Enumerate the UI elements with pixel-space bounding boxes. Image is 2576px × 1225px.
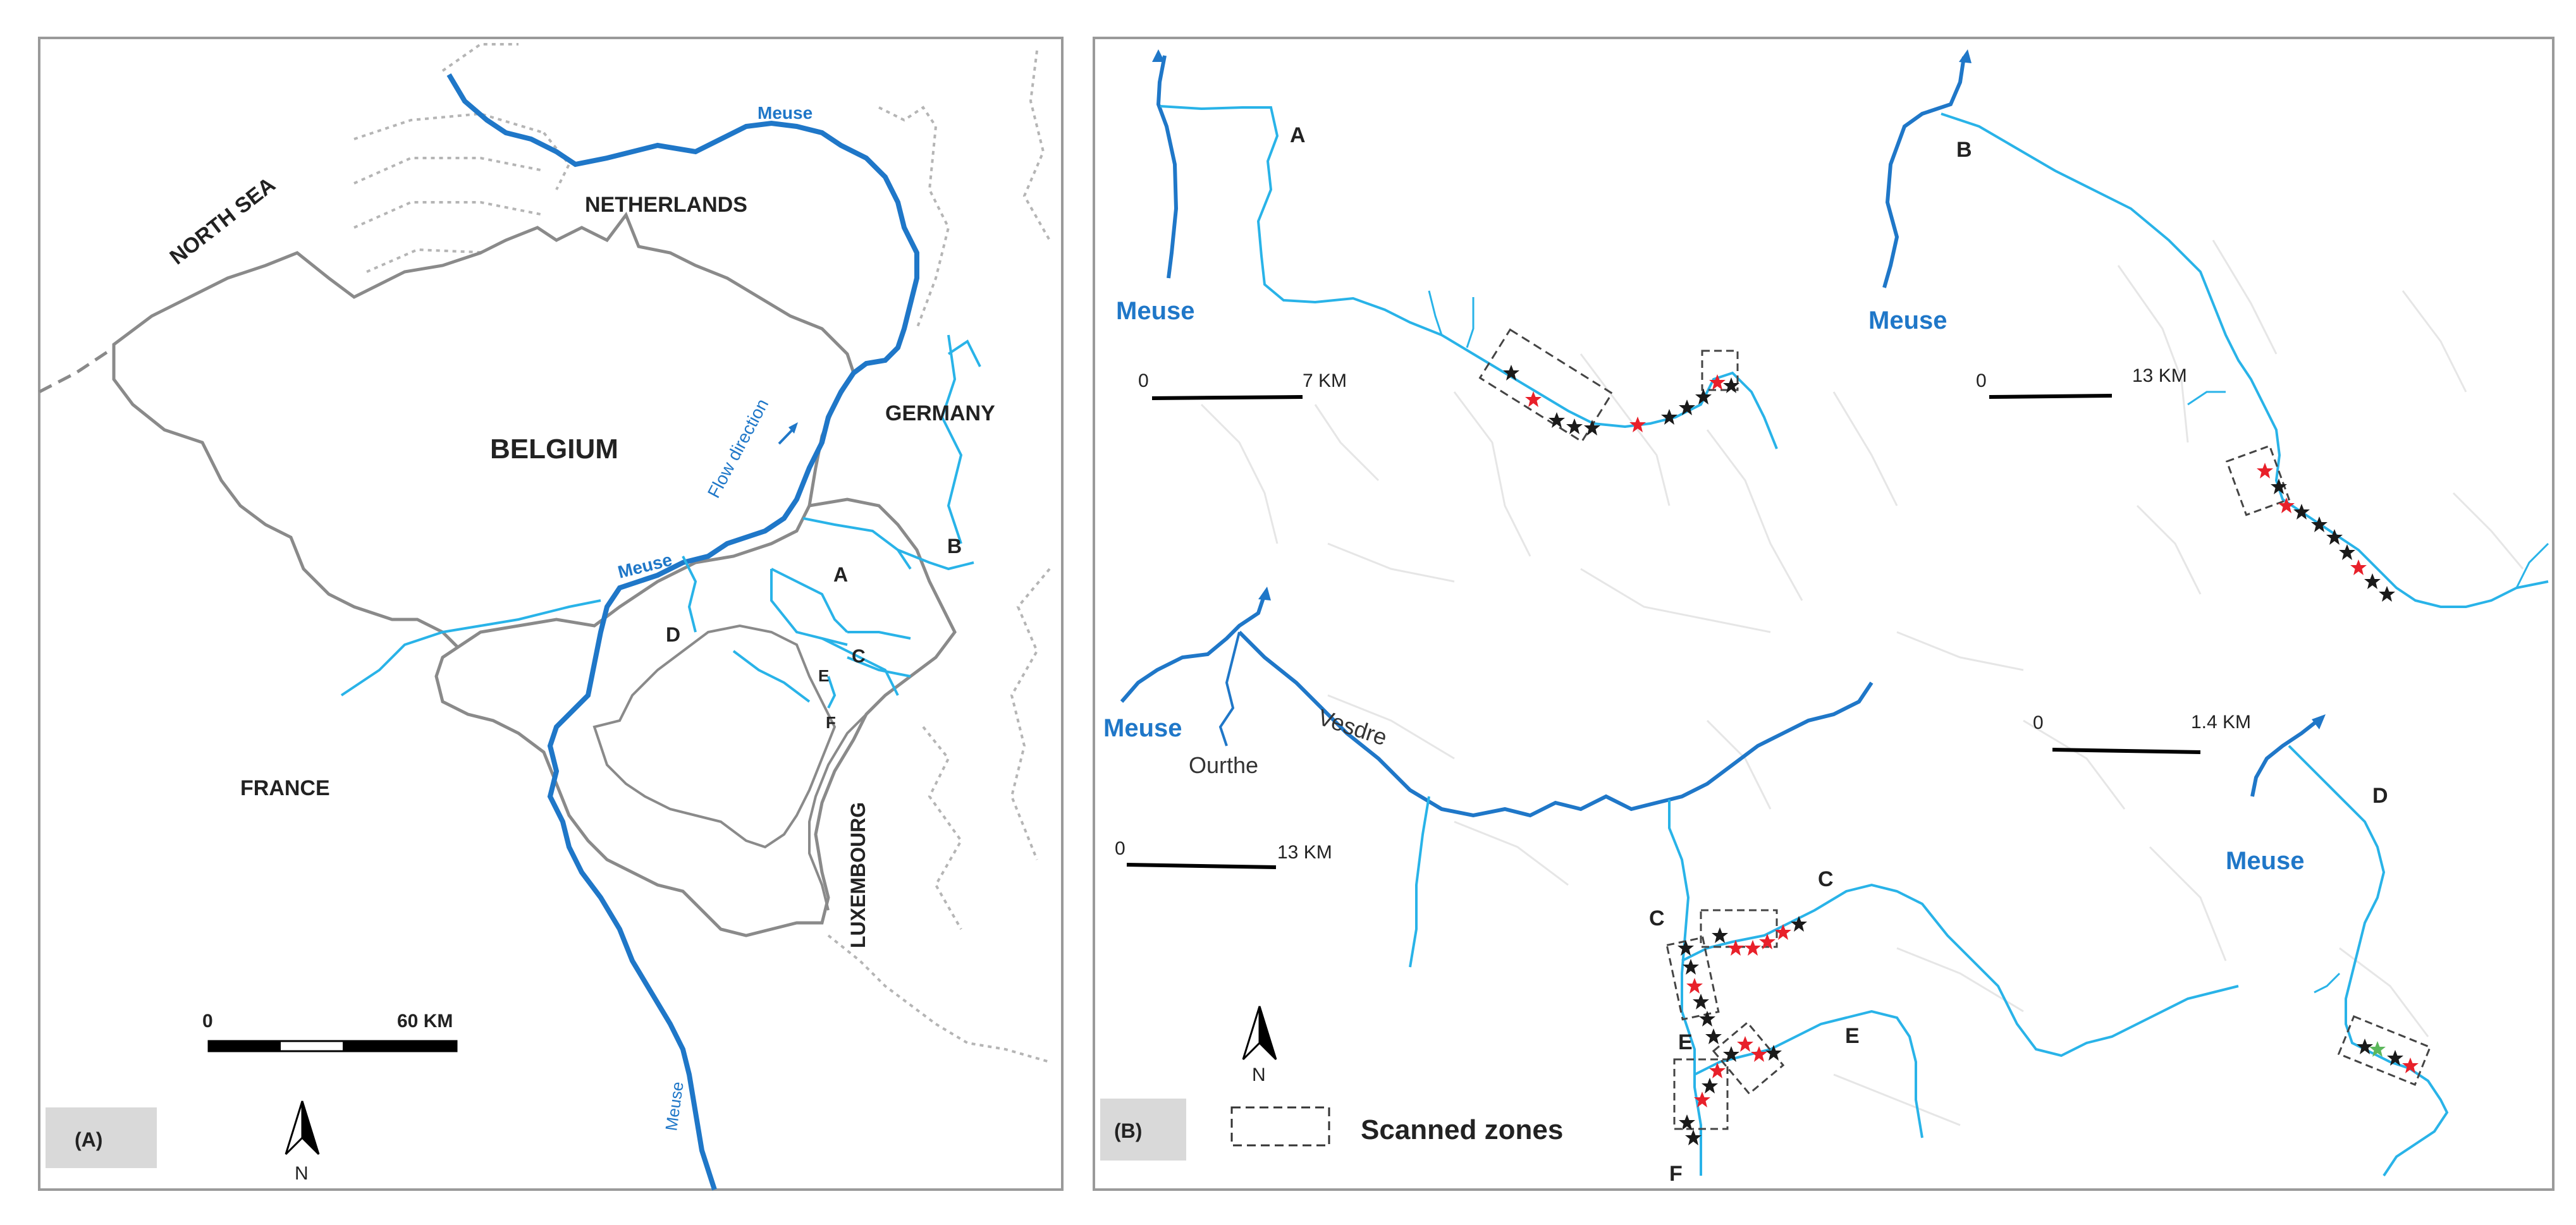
- inset-d-meuse: [2250, 717, 2321, 797]
- inset-a-meuse: [1156, 55, 1179, 279]
- inset-cef-site-c-right: C: [1818, 867, 1834, 891]
- scale-bar-a: 0 60 KM: [202, 1011, 458, 1052]
- north-label-b: N: [1252, 1064, 1266, 1085]
- meuse-river: [446, 73, 919, 1191]
- panel-a-tag-bg: [46, 1107, 157, 1168]
- panel-a-tag: (A): [75, 1128, 102, 1151]
- inset-cef-meuse-arrow-icon: [1258, 587, 1271, 600]
- inset-cef-tributary: [1668, 800, 1702, 1176]
- inset-cef-site-e-right: E: [1845, 1024, 1860, 1048]
- inset-a-scale-bar: [1151, 395, 1303, 400]
- inset-d-scale-zero: 0: [2033, 712, 2044, 733]
- inset-b-scale-zero: 0: [1976, 370, 1987, 391]
- scale-zero-a: 0: [202, 1011, 213, 1032]
- inset-cef-scale-zero: 0: [1115, 838, 1125, 859]
- inset-a-tributary: [1466, 297, 1475, 348]
- inset-cef-meuse-label: Meuse: [1103, 714, 1182, 742]
- inset-b-tributary: [2187, 391, 2226, 406]
- legend-swatch: [1230, 1106, 1330, 1147]
- inset-b-scale-bar: [1989, 394, 2113, 399]
- inset-cef-stream-c: [1681, 883, 2239, 1057]
- label-germany: GERMANY: [885, 401, 995, 425]
- north-arrow-icon: N: [285, 1100, 320, 1184]
- tributaries: [340, 334, 981, 709]
- scanned-zone: [1712, 1021, 1785, 1095]
- background-streams: [1200, 240, 2524, 1126]
- inset-a-meuse-label: Meuse: [1116, 297, 1195, 325]
- inset-b-stream: [1941, 113, 2549, 608]
- north-label-a: N: [295, 1163, 309, 1184]
- legend-label: Scanned zones: [1361, 1114, 1563, 1145]
- inset-b-tributary: [2515, 542, 2549, 588]
- scale-end-a: 60 KM: [397, 1011, 453, 1032]
- inset-b-meuse-arrow-icon: [1959, 49, 1972, 63]
- coastline: [38, 346, 115, 394]
- inset-cef-scale-bar: [1126, 863, 1277, 869]
- site-label-c: C: [852, 646, 866, 667]
- scanned-zone: [1701, 350, 1739, 391]
- panel-b: A Meuse 0 7 KM: [1093, 37, 2555, 1191]
- site-label-a: A: [833, 563, 848, 586]
- scanned-zone: [2225, 444, 2291, 516]
- legend: Scanned zones: [1230, 1106, 1563, 1147]
- scanned-zone: [2337, 1015, 2432, 1086]
- inset-b-scale-end: 13 KM: [2132, 365, 2187, 386]
- site-label-d: D: [666, 623, 680, 646]
- inset-d-site: D: [2372, 784, 2388, 808]
- inset-d-meuse-arrow-icon: [2312, 714, 2326, 729]
- scanned-zone: [1478, 328, 1614, 443]
- label-netherlands: NETHERLANDS: [585, 193, 747, 217]
- inset-a: A Meuse 0 7 KM: [1116, 49, 1778, 449]
- inset-cef-ourthe: [1218, 631, 1241, 747]
- label-luxembourg: LUXEMBOURG: [847, 802, 869, 948]
- inset-b: B Meuse 0 13 KM: [1868, 49, 2549, 608]
- inset-d: D Meuse 0 1.4 KM: [2033, 712, 2449, 1177]
- inset-d-stream: [2288, 745, 2449, 1177]
- luxembourg-border: [808, 707, 874, 911]
- inset-cef-ourthe-label: Ourthe: [1189, 752, 1258, 778]
- inset-cef-site-e-left: E: [1678, 1030, 1693, 1054]
- inset-a-tributary: [1428, 290, 1443, 336]
- inset-a-site: A: [1290, 123, 1306, 147]
- inset-a-scale-end: 7 KM: [1303, 370, 1347, 391]
- inset-d-scale-end: 1.4 KM: [2191, 712, 2251, 733]
- north-arrow-icon: N: [1242, 1006, 1277, 1085]
- meuse-basin-outline: [434, 497, 957, 937]
- scanned-zone: [1673, 1058, 1729, 1130]
- belgium-border: [112, 211, 856, 659]
- panel-b-frame: [1093, 37, 2555, 1191]
- inset-cef-stream-e: [1694, 1009, 1923, 1138]
- inset-cef-site-f: F: [1669, 1162, 1683, 1186]
- site-label-e: E: [818, 666, 829, 685]
- inset-cef-vesdre: [1237, 630, 1874, 818]
- label-meuse-north: Meuse: [757, 103, 813, 123]
- inset-cef-meuse: [1120, 594, 1267, 703]
- inset-cef-tributary: [1409, 796, 1430, 968]
- inset-b-meuse: [1882, 56, 1966, 288]
- flow-direction-arrow: [778, 422, 798, 445]
- inset-d-meuse-label: Meuse: [2226, 847, 2305, 875]
- inset-d-tributary: [2314, 972, 2341, 994]
- site-label-b: B: [947, 535, 962, 558]
- panel-a: NORTH SEA NETHERLANDS GERMANY BELGIUM FR…: [38, 37, 1064, 1191]
- inset-a-scale-zero: 0: [1138, 370, 1149, 391]
- panel-b-tag: (B): [1114, 1119, 1142, 1142]
- scanned-zone: [1665, 936, 1720, 1021]
- inset-cef-site-c-left: C: [1649, 906, 1665, 930]
- inset-b-site: B: [1956, 138, 1972, 162]
- inset-cef-scale-end: 13 KM: [1277, 842, 1332, 863]
- site-label-f: F: [826, 713, 836, 732]
- label-france: FRANCE: [240, 776, 330, 800]
- inset-d-scale-bar: [2052, 748, 2201, 754]
- panel-b-tag-bg: [1100, 1099, 1186, 1161]
- inset-a-meuse-arrow-icon: [1152, 49, 1165, 62]
- label-belgium: BELGIUM: [490, 434, 618, 465]
- sub-basin-outline: [592, 624, 837, 849]
- inset-b-meuse-label: Meuse: [1868, 307, 1947, 334]
